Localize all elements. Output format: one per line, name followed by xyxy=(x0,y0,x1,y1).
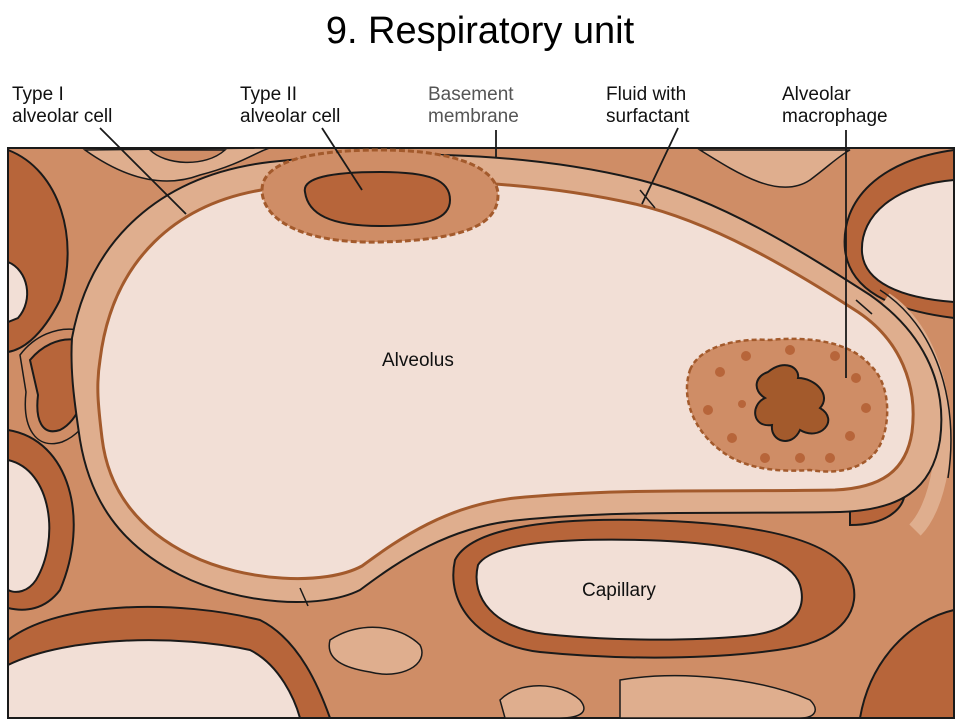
label-macro-line1: Alveolar xyxy=(782,84,851,105)
left-capillary-lumen xyxy=(7,260,28,324)
lower-left-capillary-lumen xyxy=(7,458,51,593)
bottom-left-capillary-lumen xyxy=(7,639,302,719)
top-tissue-patch-mid xyxy=(148,149,227,164)
leader-type2 xyxy=(321,127,363,191)
wall-junction-bottom xyxy=(299,587,309,607)
label-type2-line1: Type II xyxy=(240,84,297,105)
right-light-band xyxy=(880,293,951,536)
wall-junction-top xyxy=(639,189,656,209)
bottom-tissue-patch-1 xyxy=(328,626,423,675)
top-tissue-patch-right xyxy=(697,149,851,189)
label-fluid-line2: surfactant xyxy=(606,106,690,127)
alveolus-lumen xyxy=(97,180,914,579)
macrophage-granules xyxy=(703,345,871,463)
bottom-tissue-patch-3 xyxy=(619,674,816,719)
label-type1-line1: Type I xyxy=(12,84,64,105)
label-macro-line2: macrophage xyxy=(782,106,888,127)
label-capillary: Capillary xyxy=(582,580,656,601)
right-light-band-edge xyxy=(879,289,952,479)
label-fluid-line1: Fluid with xyxy=(606,84,686,105)
slide-title: 9. Respiratory unit xyxy=(325,10,635,52)
leader-type1 xyxy=(99,127,187,215)
leader-fluid xyxy=(641,127,679,205)
macrophage-nucleus xyxy=(754,364,830,442)
leader-lines xyxy=(99,127,847,378)
type2-cell-nucleus xyxy=(303,170,452,228)
label-type2-line2: alveolar cell xyxy=(240,106,340,127)
label-alveolus: Alveolus xyxy=(382,350,454,371)
bottom-right-capillary-wall xyxy=(858,608,955,719)
label-type1-line2: alveolar cell xyxy=(12,106,112,127)
top-tissue-patch-left xyxy=(82,147,271,182)
label-basement-line2: membrane xyxy=(428,106,519,127)
capillary-lumen xyxy=(475,538,803,641)
right-capillary-lumen xyxy=(860,178,955,304)
label-basement-line1: Basement xyxy=(428,84,514,105)
wall-junction-right xyxy=(855,299,873,315)
bottom-tissue-patch-2 xyxy=(499,685,585,719)
